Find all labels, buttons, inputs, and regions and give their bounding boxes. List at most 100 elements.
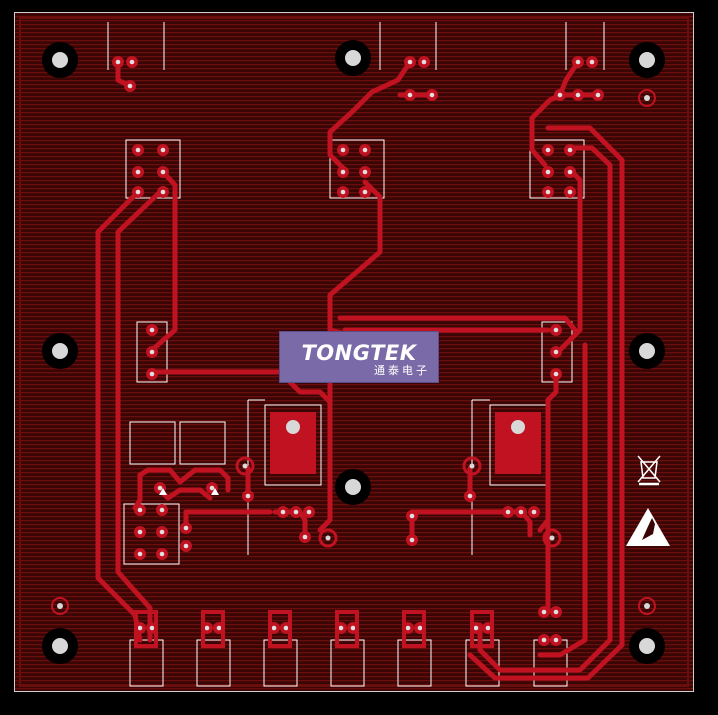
pad-drill <box>137 529 143 535</box>
pad-drill <box>160 147 166 153</box>
pad-drill <box>149 625 155 631</box>
trace <box>467 125 625 681</box>
pad-drill <box>362 189 368 195</box>
pad-drill <box>545 189 551 195</box>
mounting-holes <box>42 40 665 664</box>
pad-drill <box>505 509 511 515</box>
mounting-hole <box>629 333 665 369</box>
pad-drill <box>575 92 581 98</box>
pad-drill <box>271 625 277 631</box>
silk-header-3 <box>529 139 585 199</box>
pad-drill <box>302 534 308 540</box>
fiducials <box>51 89 656 615</box>
pad-drill <box>567 169 573 175</box>
weee-bin-icon <box>637 455 661 486</box>
pad-drill <box>137 507 143 513</box>
pad-drill <box>160 189 166 195</box>
pad-drill <box>567 189 573 195</box>
pad-drill <box>429 92 435 98</box>
pad-drill <box>115 59 121 65</box>
pad-drill <box>589 59 595 65</box>
pad-drill <box>473 625 479 631</box>
pad-drill <box>137 551 143 557</box>
silk-bottom-connector-3 <box>263 639 298 687</box>
pad-drill <box>553 609 559 615</box>
trace <box>327 59 413 171</box>
pad-drill <box>407 59 413 65</box>
mounting-hole <box>629 628 665 664</box>
test-point <box>318 528 338 548</box>
pad-drill <box>129 59 135 65</box>
trace <box>327 179 383 338</box>
mounting-hole <box>42 628 78 664</box>
logo-subtitle: 通泰电子 <box>374 364 430 377</box>
silk-bottom-connector-2 <box>196 639 231 687</box>
pad-drill <box>149 371 155 377</box>
fiducial <box>51 597 69 615</box>
connector-pad-strip <box>201 610 225 648</box>
pad-drill <box>362 169 368 175</box>
pad-drill <box>183 525 189 531</box>
polarity-mark <box>159 488 167 495</box>
trace <box>115 189 163 643</box>
polarity-mark <box>211 488 219 495</box>
pad-drill <box>485 625 491 631</box>
test-point <box>542 528 562 548</box>
test-point <box>462 456 482 476</box>
pad-drill <box>575 59 581 65</box>
pad-drill <box>280 509 286 515</box>
pad-drill <box>183 543 189 549</box>
pad-drill <box>595 92 601 98</box>
pad-drill <box>553 371 559 377</box>
pad-drill <box>350 625 356 631</box>
trace <box>537 342 588 658</box>
connector-pad-strip <box>335 610 359 648</box>
test-points <box>235 456 562 548</box>
silk-bottom-connector-4 <box>330 639 365 687</box>
mosfet-hole-right <box>511 420 525 434</box>
pad-drill <box>407 92 413 98</box>
mosfet-hole-left <box>286 420 300 434</box>
pad-drill <box>306 509 312 515</box>
pad-drill <box>553 637 559 643</box>
pad-drill <box>135 147 141 153</box>
trace <box>157 487 213 501</box>
mounting-hole <box>335 469 371 505</box>
board-outline <box>14 12 694 692</box>
pad-drill <box>204 625 210 631</box>
pad-drill <box>340 169 346 175</box>
silk-bottom-connector-1 <box>129 639 164 687</box>
pad-drill <box>531 509 537 515</box>
silk-power-connector <box>123 503 180 565</box>
pad-drill <box>409 537 415 543</box>
pad-drill <box>557 92 563 98</box>
pad-drill <box>137 625 143 631</box>
connector-pad-strip <box>268 610 292 648</box>
silk-top-connector-3 <box>565 22 605 70</box>
pad-drill <box>159 551 165 557</box>
pad-drill <box>216 625 222 631</box>
pad-drill <box>245 493 251 499</box>
pad-drill <box>541 609 547 615</box>
mounting-hole <box>335 40 371 76</box>
connector-pad-strip <box>470 610 494 648</box>
silk-relay-2 <box>179 421 226 465</box>
pad-drill <box>340 147 346 153</box>
pad-drill <box>567 147 573 153</box>
logo-brand: TONGTEK <box>301 341 417 365</box>
silk-side-header-left <box>136 321 168 383</box>
pad-drill <box>421 59 427 65</box>
pad-drill <box>160 169 166 175</box>
pad-drill <box>338 625 344 631</box>
esd-warning-icon <box>626 508 670 546</box>
pad-drill <box>149 349 155 355</box>
pad-drill <box>541 637 547 643</box>
pad-drill <box>409 513 415 519</box>
trace <box>529 59 581 168</box>
pad-drill <box>127 83 133 89</box>
trace <box>137 467 231 493</box>
pad-drill <box>209 485 215 491</box>
pad-drill <box>405 625 411 631</box>
pad-drill <box>553 327 559 333</box>
